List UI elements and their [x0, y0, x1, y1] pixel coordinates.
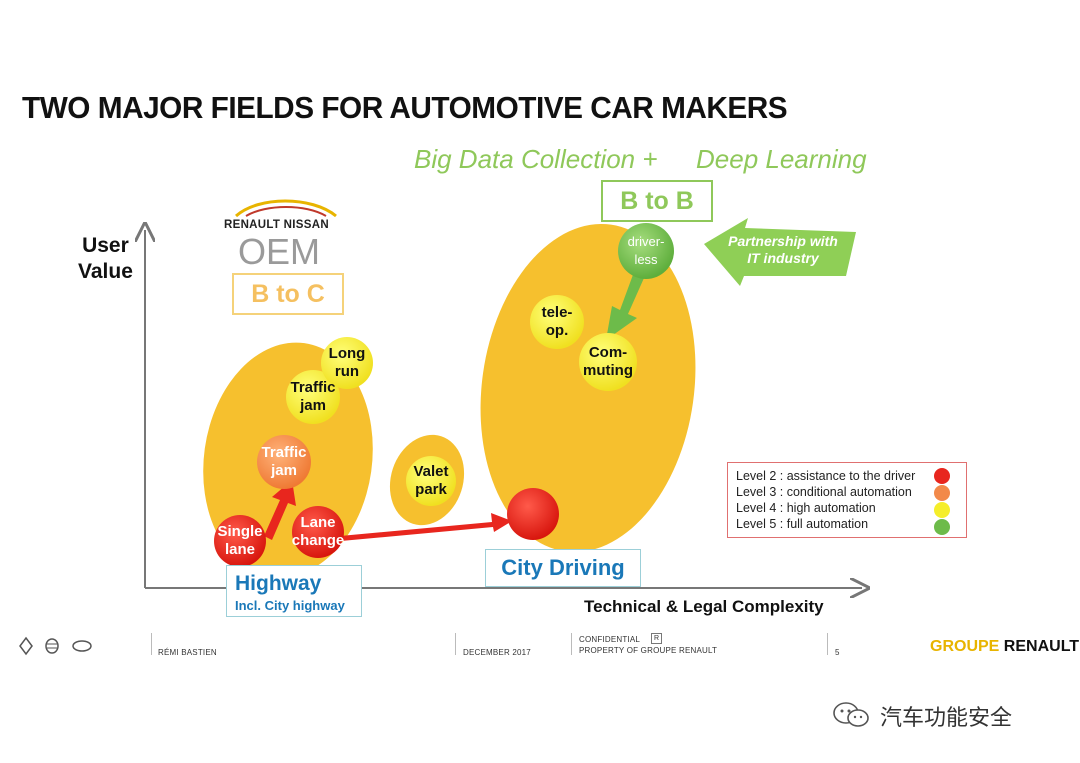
watermark-text: 汽车功能安全 — [880, 705, 1013, 730]
slide-title: TWO MAJOR FIELDS FOR AUTOMOTIVE CAR MAKE… — [22, 90, 788, 125]
legend-item-level5: Level 5 : full automation — [736, 517, 869, 531]
footer-confidential: CONFIDENTIAL — [579, 635, 641, 644]
brand-logos-icon — [19, 636, 92, 656]
oem-label: OEM — [238, 231, 321, 272]
confidential-mark: R — [651, 633, 662, 644]
footer-property: PROPERTY OF GROUPE RENAULT — [579, 646, 718, 655]
renault-nissan-logo-swoosh — [234, 199, 337, 218]
arrow-highway-up — [264, 480, 296, 540]
highway-box — [226, 565, 362, 617]
label-driverless: driver-less — [627, 234, 665, 267]
node-city-driving — [507, 488, 559, 540]
partnership-arrow — [704, 218, 856, 286]
node-valet-park — [406, 456, 456, 506]
node-driverless — [618, 223, 674, 279]
node-traffic-jam-l3 — [257, 435, 311, 489]
legend-item-level3: Level 3 : conditional automation — [736, 485, 912, 499]
footer-page-number: 5 — [835, 648, 840, 657]
city-driving-box: City Driving — [485, 549, 641, 587]
level4-dot-icon — [934, 502, 950, 518]
arrow-driverless-down — [606, 272, 644, 340]
level5-dot-icon — [934, 519, 950, 535]
footer-date: DECEMBER 2017 — [463, 648, 531, 657]
highway-subtitle: Incl. City highway — [235, 598, 345, 613]
renault-nissan-logo: RENAULT NISSAN — [224, 219, 329, 231]
arrow-to-city — [340, 513, 512, 541]
node-single-lane — [214, 515, 266, 567]
b2c-box: B to C — [232, 273, 344, 315]
legend-item-level4: Level 4 : high automation — [736, 501, 876, 515]
node-long-run — [321, 337, 373, 389]
b2b-header: Big Data Collection + Deep Learning — [414, 144, 867, 175]
level3-dot-icon — [934, 485, 950, 501]
level-legend: Level 2 : assistance to the driver Level… — [727, 462, 967, 538]
label-tele-op: tele-op. — [541, 304, 573, 339]
highway-title: Highway — [235, 572, 322, 595]
b2b-box: B to B — [601, 180, 713, 222]
node-commuting — [579, 333, 637, 391]
partnership-text: Partnership with IT industry — [728, 233, 838, 266]
label-commuting: Com-muting — [583, 344, 633, 379]
deep-learning-label: Deep Learning — [696, 144, 867, 174]
y-axis-label: User Value — [78, 234, 133, 283]
level2-dot-icon — [934, 468, 950, 484]
node-tele-op — [530, 295, 584, 349]
wechat-icon — [833, 702, 869, 727]
big-data-label: Big Data Collection + — [414, 144, 658, 174]
footer-author: RÉMI BASTIEN — [158, 648, 217, 657]
node-lane-change — [292, 506, 344, 558]
b2b-ellipse — [480, 223, 696, 553]
x-axis-label: Technical & Legal Complexity — [584, 597, 824, 616]
groupe-renault-logo: GROUPE RENAULT — [930, 638, 1080, 655]
node-traffic-jam-l4 — [286, 370, 340, 424]
legend-item-level2: Level 2 : assistance to the driver — [736, 469, 916, 483]
diagram-canvas — [0, 199, 1080, 630]
